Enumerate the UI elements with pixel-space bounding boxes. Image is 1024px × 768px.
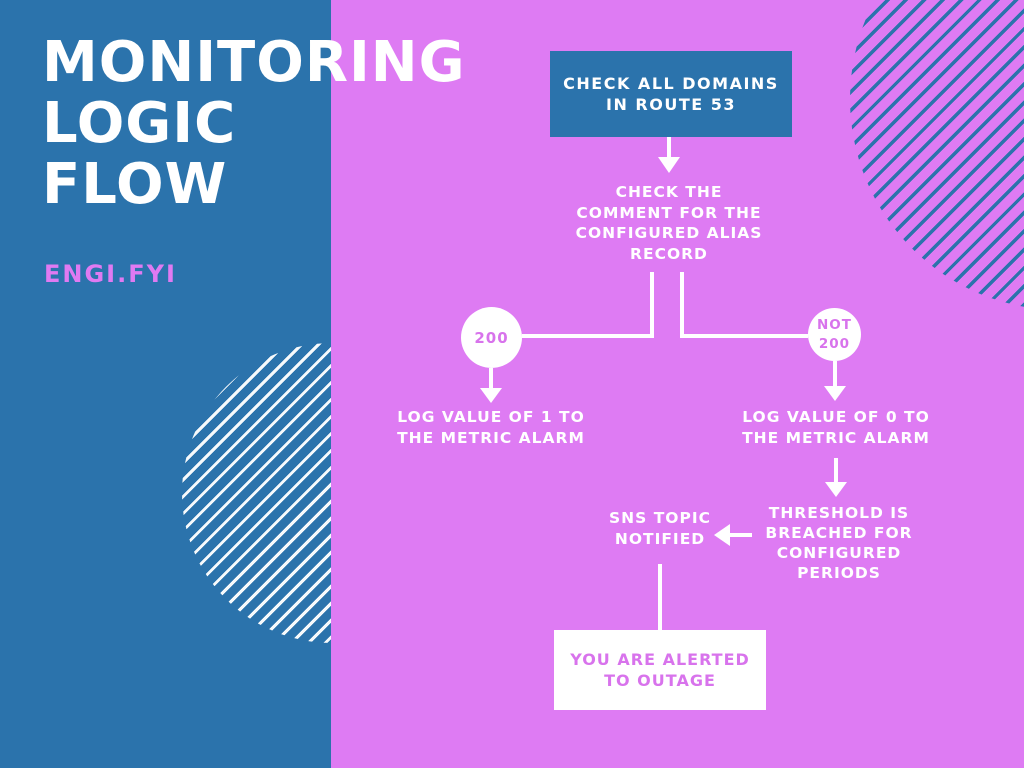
arrowhead-threshold-left <box>714 524 730 546</box>
node-threshold-breached: THRESHOLD IS BREACHED FOR CONFIGURED PER… <box>765 504 913 582</box>
node-check-all-domains: CHECK ALL DOMAINS IN ROUTE 53 <box>550 51 792 137</box>
node-log-value-1: LOG VALUE OF 1 TO THE METRIC ALARM <box>397 408 585 447</box>
left-panel <box>0 0 331 768</box>
connector-split-left <box>522 272 654 338</box>
arrowhead-not200-down <box>824 386 846 401</box>
brand-text: ENGI.FYI <box>44 260 177 288</box>
node-branch-not-200: NOT 200 <box>808 308 861 361</box>
node-log-value-0: LOG VALUE OF 0 TO THE METRIC ALARM <box>742 408 930 447</box>
node-alerted-to-outage: YOU ARE ALERTED TO OUTAGE <box>554 630 766 710</box>
node-branch-200: 200 <box>461 307 522 368</box>
node-sns-topic-notified: SNS TOPIC NOTIFIED <box>609 509 711 548</box>
arrowhead-200-down <box>480 388 502 403</box>
connector-split-right <box>680 272 808 338</box>
arrowhead-start-down <box>658 157 680 173</box>
node-check-comment: CHECK THE COMMENT FOR THE CONFIGURED ALI… <box>575 183 763 263</box>
page-title: MONITORING LOGIC FLOW <box>42 30 466 217</box>
arrowhead-log0-down <box>825 482 847 497</box>
